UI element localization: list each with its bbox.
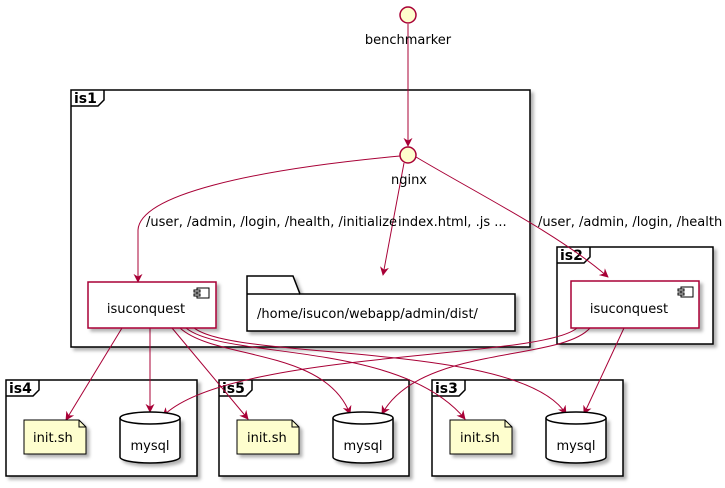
is5-init-label: init.sh — [247, 431, 287, 446]
is5-init-note: init.sh — [236, 419, 300, 455]
is4-mysql-database: mysql — [119, 411, 181, 464]
is3-mysql-label: mysql — [557, 439, 596, 454]
is3-init-note: init.sh — [449, 419, 513, 455]
edge-is2-is3-db — [583, 327, 625, 415]
is1-component: isuconquest — [87, 281, 217, 329]
is2-component: isuconquest — [570, 280, 700, 329]
is4-init-label: init.sh — [33, 431, 73, 446]
edge-is1-is5-init — [171, 327, 249, 420]
edges — [65, 24, 625, 421]
frame-is4-title: is4 — [9, 381, 32, 397]
is4-mysql-label: mysql — [131, 439, 170, 454]
edge-nginx-is1 — [133, 155, 401, 283]
is5-mysql-database: mysql — [332, 411, 394, 464]
edge-is1-is3-init — [185, 327, 466, 420]
benchmarker-label: benchmarker — [365, 33, 452, 48]
edge-is1-is5-db — [179, 327, 352, 415]
nginx-label: nginx — [391, 173, 427, 188]
frame-is2-title: is2 — [560, 248, 583, 264]
is5-mysql-label: mysql — [344, 439, 383, 454]
edge-is1-is4-init — [65, 327, 123, 421]
edge-label-nginx-folder: index.html, .js ... — [398, 215, 507, 230]
is3-init-label: init.sh — [460, 431, 500, 446]
is1-component-label: isuconquest — [107, 302, 185, 317]
edge-is2-is4-db — [162, 327, 578, 417]
is4-init-note: init.sh — [23, 419, 87, 455]
edge-is1-is3-db — [191, 325, 567, 415]
benchmarker-interface: benchmarker — [365, 6, 452, 48]
nginx-interface: nginx — [391, 146, 427, 188]
frame-is1-title: is1 — [74, 91, 97, 107]
edge-label-nginx-is1: /user, /admin, /login, /health, /initial… — [146, 215, 397, 230]
edge-nginx-folder — [380, 162, 405, 276]
edge-nginx-is2 — [415, 156, 609, 278]
frame-is3-title: is3 — [435, 381, 458, 397]
dist-folder-label: /home/isucon/webapp/admin/dist/ — [257, 307, 479, 322]
edge-label-nginx-is2: /user, /admin, /login, /health — [538, 215, 722, 230]
edge-is2-is5-db — [381, 327, 591, 415]
is3-mysql-database: mysql — [545, 411, 607, 464]
dist-folder: /home/isucon/webapp/admin/dist/ — [246, 275, 516, 332]
is2-component-label: isuconquest — [590, 302, 668, 317]
